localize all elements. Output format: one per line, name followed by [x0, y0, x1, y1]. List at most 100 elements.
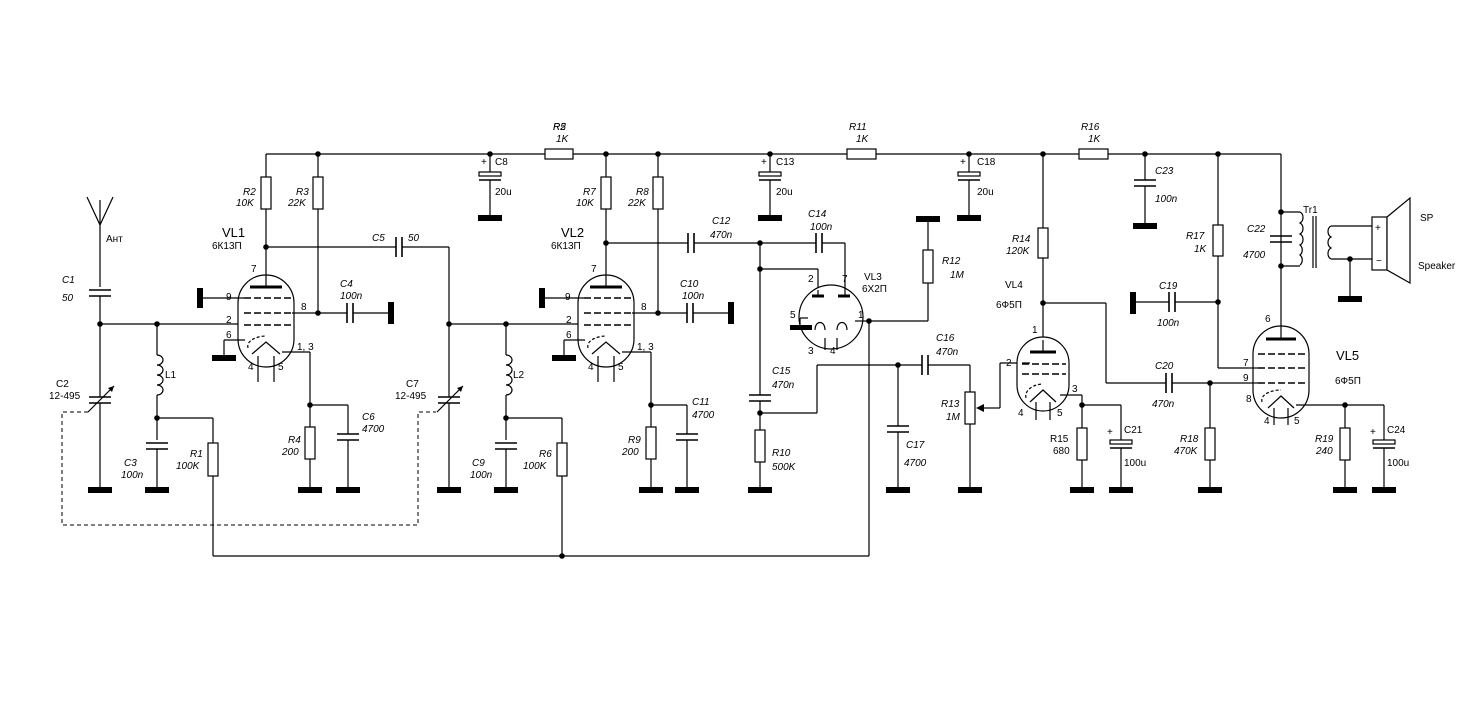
vl1-pin-6: 6	[226, 330, 232, 341]
speaker-name: Speaker	[1418, 261, 1456, 272]
resistor-r12: R12 1M	[916, 216, 965, 321]
r4-ref: R4	[288, 435, 301, 446]
r1-ref: R1	[190, 449, 203, 460]
tube-vl2: VL2 6К13П 7 9 8 2 6 1, 3 4 5	[539, 225, 658, 405]
vl5-type: 6Ф5П	[1335, 376, 1361, 387]
antenna: Ант	[86, 196, 123, 287]
r13-value: 1M	[946, 412, 961, 423]
c24-ref: C24	[1387, 425, 1406, 436]
c7-ref: C7	[406, 379, 419, 390]
c2-value: 12-495	[49, 391, 81, 402]
c21-value: 100u	[1124, 458, 1146, 469]
c14-value: 100n	[810, 222, 833, 233]
c22-value: 4700	[1243, 250, 1266, 261]
r18-value: 470K	[1174, 446, 1199, 457]
resistor-r11: R11 1K	[846, 122, 877, 160]
tube-vl1: VL1 6К13П 7 9 8 2 6 1, 3 4 5	[197, 225, 318, 405]
c16-value: 470n	[936, 347, 959, 358]
tr1-ref: Tr1	[1303, 205, 1318, 216]
c13-value: 20u	[776, 187, 793, 198]
r9-ref: R9	[628, 435, 641, 446]
capacitor-c11: C11 4700	[675, 397, 715, 493]
c21-plus: +	[1107, 427, 1113, 438]
vl2-type: 6К13П	[551, 241, 581, 252]
r10-value: 500K	[772, 462, 797, 473]
c23-ref: C23	[1155, 166, 1174, 177]
c21-ref: C21	[1124, 425, 1143, 436]
transformer-tr1: Tr1	[1281, 205, 1372, 268]
c24-value: 100u	[1387, 458, 1409, 469]
vl3-pin-4: 4	[830, 346, 836, 357]
capacitor-c13: + C13 20u	[758, 154, 795, 221]
l2-ref: L2	[513, 370, 525, 381]
c19-ref: C19	[1159, 281, 1178, 292]
r18-ref: R18	[1180, 434, 1199, 445]
vl3-pin-1: 1	[858, 310, 864, 321]
vl4-pin-5: 5	[1057, 408, 1063, 419]
r14-ref: R14	[1012, 234, 1031, 245]
r2-value: 10K	[236, 198, 255, 209]
vl3-ref: VL3	[864, 272, 882, 283]
svg-text:R5: R5	[553, 122, 566, 133]
c2-ref: C2	[56, 379, 69, 390]
speaker-minus: −	[1376, 256, 1382, 267]
capacitor-c3: C3 100n	[121, 442, 169, 493]
r1-value: 100K	[176, 461, 201, 472]
r16-ref: R16	[1081, 122, 1100, 133]
potentiometer-r13: R13 1M	[941, 362, 1030, 493]
vl1-pin-8: 8	[301, 302, 307, 313]
r12-value: 1M	[950, 270, 965, 281]
r7-value: 10K	[576, 198, 595, 209]
vl5-pin-8: 8	[1246, 394, 1252, 405]
capacitor-c5: C5 50	[266, 233, 450, 324]
c6-value: 4700	[362, 424, 385, 435]
vl2-pin-7: 7	[591, 264, 597, 275]
capacitor-c19: C19 100n	[1130, 281, 1218, 329]
resistor-r10: R10 500K	[748, 429, 797, 493]
c1-value: 50	[62, 293, 74, 304]
c24-plus: +	[1370, 427, 1376, 438]
r4-value: 200	[281, 447, 299, 458]
resistor-r17: R17 1K	[1186, 154, 1224, 368]
c17-ref: C17	[906, 440, 925, 451]
tube-vl5: VL5 6Ф5П 6 7 9 8 4 5	[1243, 314, 1361, 427]
c19-value: 100n	[1157, 318, 1180, 329]
resistor-r18: R18 470K	[1174, 383, 1222, 493]
vl3-pin-2: 2	[808, 274, 814, 285]
resistor-r9: R9 200	[621, 405, 663, 493]
tube-vl3: VL3 6Х2П 2 7 5 1 3 4	[790, 272, 887, 357]
vl2-pin-2: 2	[566, 315, 572, 326]
speaker-plus: +	[1375, 223, 1381, 234]
c11-ref: C11	[692, 397, 710, 408]
r5-ref-label: R2	[553, 122, 566, 133]
capacitor-c18: + C18 20u	[957, 154, 996, 221]
c8-value: 20u	[495, 187, 512, 198]
c20-value: 470n	[1152, 399, 1175, 410]
l1-ref: L1	[165, 370, 177, 381]
vl2-pin-6: 6	[566, 330, 572, 341]
r13-ref: R13	[941, 399, 960, 410]
c14-ref: C14	[808, 209, 827, 220]
resistor-r1: R1 100K	[176, 418, 219, 556]
vl2-pin-5: 5	[618, 362, 624, 373]
capacitor-c15: C15 470n	[749, 366, 795, 430]
vl1-ref: VL1	[222, 225, 245, 240]
r17-value: 1K	[1194, 244, 1208, 255]
capacitor-c9: C9 100n	[470, 442, 518, 493]
c6-ref: C6	[362, 412, 375, 423]
vl1-pin-7: 7	[251, 264, 257, 275]
c1-ref: C1	[62, 275, 75, 286]
c5-value: 50	[408, 233, 420, 244]
resistor-r6: R6 100K	[523, 418, 568, 556]
c13-ref: C13	[776, 157, 795, 168]
vl5-pin-6: 6	[1265, 314, 1271, 325]
c9-value: 100n	[470, 470, 493, 481]
vl4-pin-1: 1	[1032, 325, 1038, 336]
antenna-label: Ант	[106, 234, 123, 245]
r3-value: 22K	[287, 198, 307, 209]
capacitor-c7: C7 12-495	[395, 324, 464, 493]
c9-ref: C9	[472, 458, 485, 469]
r11-ref: R11	[849, 122, 867, 133]
vl2-ref: VL2	[561, 225, 584, 240]
